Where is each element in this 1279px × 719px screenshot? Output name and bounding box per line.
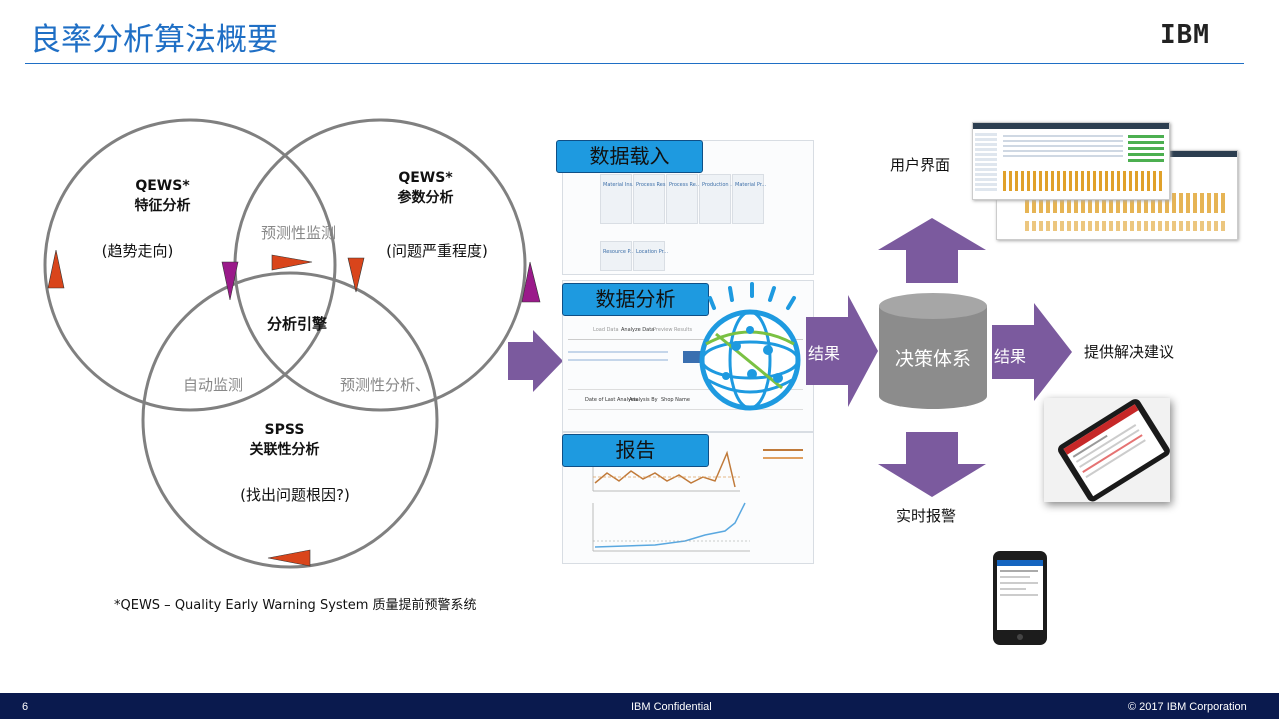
footer-bar: 6 IBM Confidential © 2017 IBM Corporatio… [0, 693, 1279, 719]
cycle-arrow-right-purple [521, 261, 541, 303]
footnote: *QEWS – Quality Early Warning System 质量提… [114, 598, 477, 613]
venn-right-title: QEWS* [398, 170, 453, 186]
watson-globe-icon [699, 282, 801, 411]
analysis-to-decision-arrow [806, 295, 878, 407]
cycle-arrow-center [271, 254, 313, 271]
ibm-logo: IBM [1160, 20, 1210, 50]
venn-overlap-left-bottom: 自动监测 [182, 376, 243, 394]
decision-to-ui-arrow [878, 218, 986, 283]
tablet-device [1058, 399, 1170, 502]
dashboard-thumbnail-front [972, 122, 1170, 200]
venn-center-label: 分析引擎 [266, 315, 327, 333]
cycle-arrow-right-inner [347, 257, 365, 293]
decision-to-alert-arrow [878, 432, 986, 497]
venn-bottom-desc: (找出问题根因?) [240, 486, 350, 504]
decision-cylinder [879, 293, 987, 409]
venn-bottom-title: SPSS [264, 422, 305, 438]
data-analysis-tag: 数据分析 [562, 283, 709, 316]
copyright-label: © 2017 IBM Corporation [1128, 701, 1247, 713]
venn-left-subtitle: 特征分析 [134, 198, 191, 214]
venn-circle-left [43, 118, 337, 412]
cycle-arrow-mid-purple [221, 261, 239, 301]
venn-diagram [43, 118, 541, 569]
venn-right-desc: (问题严重程度) [386, 242, 488, 260]
page-number: 6 [22, 701, 29, 713]
cycle-arrow-bottom [267, 549, 311, 567]
venn-right-subtitle: 参数分析 [397, 190, 454, 206]
ui-label: 用户界面 [890, 156, 951, 174]
title-rule [25, 63, 1244, 64]
slide-title: 良率分析算法概要 [30, 22, 278, 58]
venn-to-pipeline-arrow [508, 330, 563, 392]
decision-label: 决策体系 [894, 348, 971, 370]
result-label-1: 结果 [808, 344, 841, 363]
alert-label: 实时报警 [896, 507, 957, 525]
venn-bottom-subtitle: 关联性分析 [249, 442, 320, 458]
report-tag: 报告 [562, 434, 709, 467]
result-label-2: 结果 [994, 347, 1027, 366]
venn-overlap-right-bottom: 预测性分析、 [339, 376, 430, 394]
venn-circle-bottom [141, 271, 439, 569]
cycle-arrow-left [47, 249, 65, 289]
decision-to-advice-arrow [992, 303, 1072, 401]
confidential-label: IBM Confidential [631, 701, 712, 713]
advice-label: 提供解决建议 [1084, 343, 1175, 361]
report-chart-bottom [592, 502, 750, 552]
venn-left-desc: (趋势走向) [101, 242, 174, 260]
mobile-phone-device [993, 551, 1047, 645]
report-legend [763, 443, 803, 469]
data-load-tag: 数据载入 [556, 140, 703, 173]
venn-left-title: QEWS* [135, 178, 190, 194]
venn-overlap-left-right: 预测性监测 [260, 224, 336, 242]
